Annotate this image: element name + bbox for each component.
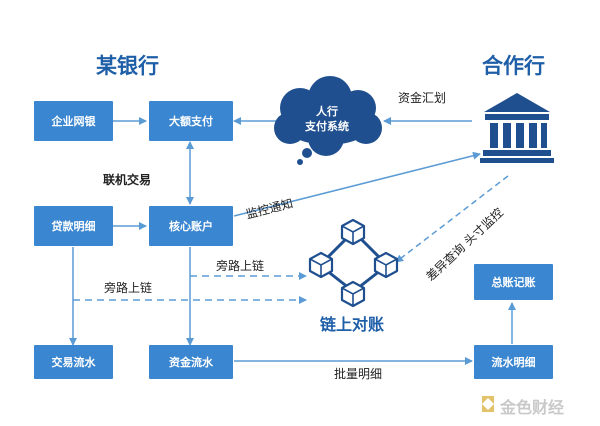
arrow-partner-chain <box>395 175 509 263</box>
node-txn-flow: 交易流水 <box>34 345 113 379</box>
node-ledger: 总账记账 <box>474 264 553 300</box>
label-bypass-chain-2: 旁路上链 <box>104 281 153 295</box>
node-ebank: 企业网银 <box>34 101 113 141</box>
label-bypass-chain-1: 旁路上链 <box>216 259 265 273</box>
label-fund-transfer: 资金汇划 <box>398 91 447 105</box>
cloud-text: 人行 支付系统 <box>292 104 362 134</box>
bank-title: 某银行 <box>96 54 159 78</box>
label-linked-txn: 联机交易 <box>103 173 152 187</box>
arrow-core-partner <box>233 151 481 217</box>
watermark-text: 金色财经 <box>500 398 565 417</box>
node-flow-detail: 流水明细 <box>474 345 553 379</box>
node-loan: 贷款明细 <box>34 206 113 246</box>
node-core: 核心账户 <box>149 206 233 246</box>
label-batch-detail: 批量明细 <box>334 367 383 381</box>
partner-title: 合作行 <box>482 54 545 78</box>
cloud-line2: 支付系统 <box>305 120 349 133</box>
node-large-pay: 大额支付 <box>149 101 233 141</box>
node-fund-flow: 资金流水 <box>149 345 233 379</box>
label-onchain-recon: 链上对账 <box>320 315 385 334</box>
cloud-line1: 人行 <box>316 105 338 118</box>
